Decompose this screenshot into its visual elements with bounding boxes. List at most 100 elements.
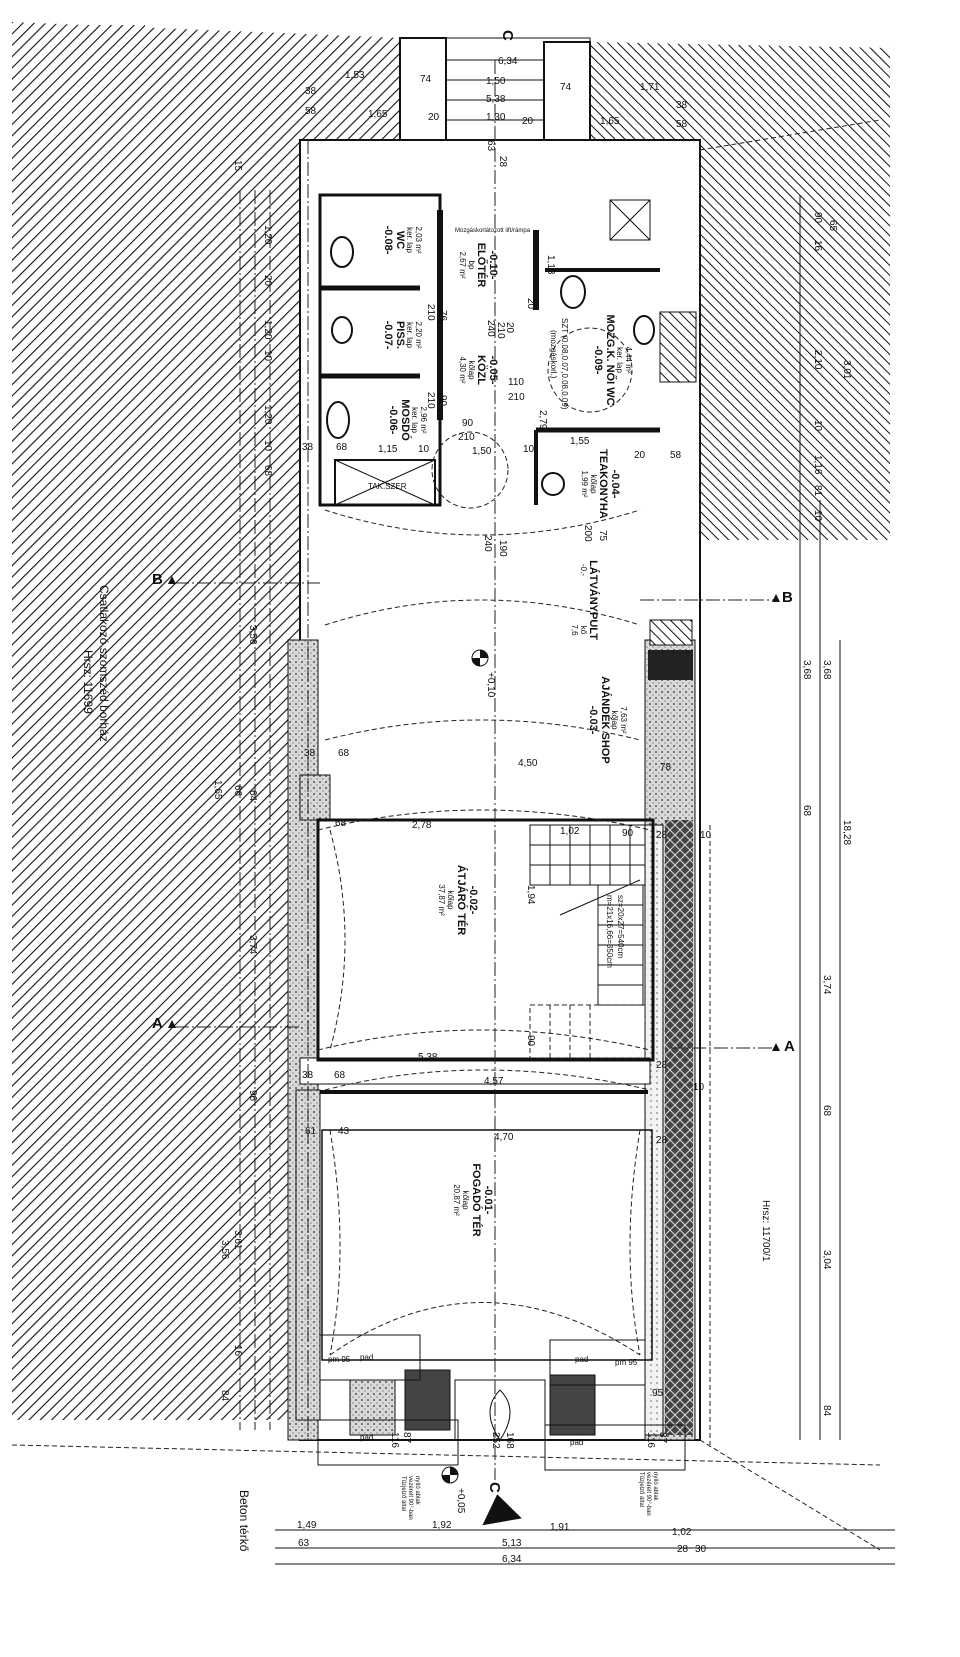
dimension-label: -0.02- <box>467 886 479 915</box>
dimension-label: 10 <box>693 1082 705 1093</box>
dimension-label: 84 <box>821 1405 832 1417</box>
dimension-label: 1,20 <box>262 405 273 425</box>
dimension-label: 3,68 <box>821 660 832 680</box>
dimension-label: 210 <box>495 322 506 339</box>
dimension-label: 1,65 <box>600 116 620 127</box>
dimension-label: 68 <box>338 748 350 759</box>
dimension-label: 190 <box>497 540 508 557</box>
dimension-label: SZT (0.08,0.07,0.08,0.09) <box>560 318 569 410</box>
dimension-label: 6,34 <box>498 56 518 67</box>
dimensions-inner: 4,50 2,78 1,02 90 1,94 90 5,38 4,57 4,70… <box>302 255 712 1146</box>
dimension-label: 6,34 <box>502 1554 522 1565</box>
dimension-label: 68 <box>335 818 347 829</box>
dimension-label: pad <box>575 1355 588 1364</box>
dimension-label: 2,03 m² <box>414 226 423 253</box>
dimension-label: 1,50 <box>472 446 492 457</box>
dimension-label: 5,38 <box>486 94 506 105</box>
dimension-label: 1,92 <box>432 1520 452 1531</box>
dimension-label: 4,57 <box>484 1076 504 1087</box>
dimension-label: 1,49 <box>297 1520 317 1531</box>
dimension-label: bp <box>467 261 476 270</box>
dimension-label: pad <box>360 1353 373 1362</box>
section-marker-c-bottom: C <box>482 1482 522 1526</box>
dimension-label: pm 95 <box>328 1355 351 1364</box>
dimension-label: 58 <box>670 450 682 461</box>
dimension-label: 74 <box>560 82 572 93</box>
dimension-label: 10 <box>812 510 823 522</box>
dimension-label: -0.04- <box>609 470 621 499</box>
dimensions-right: 18,28 3,68 68 3,74 68 3,04 84 3,01 10 2,… <box>801 212 852 1417</box>
room-label-teakonyha: -0.04- TEAKONYHA kőlap 1,99 m² <box>580 449 621 519</box>
dimension-label: 3,04 <box>821 1250 832 1270</box>
dimension-label: 3,56 <box>219 1240 230 1260</box>
dimension-label: vezérelt 90°-ban <box>407 1476 413 1520</box>
dimension-label: 5,38 <box>418 1052 438 1063</box>
dimension-label: 1,13 <box>545 255 556 275</box>
section-marker-b-right: B <box>782 589 793 606</box>
dimension-label: 4,30 m² <box>458 356 467 383</box>
dimension-label: +0,05 <box>455 1488 466 1514</box>
dimension-label: 87 <box>657 1432 668 1444</box>
room-label-eloter: -0.10- ELŐTÉR bp 2,67 m² <box>458 243 499 288</box>
section-marker-b-left: B <box>152 571 163 588</box>
dimension-label: 30 <box>695 1544 707 1555</box>
dimension-label: 252 <box>490 1432 501 1449</box>
dimension-label: 38 <box>302 442 314 453</box>
dimension-label: 5,13 <box>502 1538 522 1549</box>
dimension-label: 1,15 <box>378 444 398 455</box>
dimension-label: 1,30 <box>486 112 506 123</box>
dimension-label: 65 <box>827 220 838 232</box>
dimension-label: 90 <box>812 212 823 224</box>
dimension-label: ELŐTÉR <box>475 243 488 288</box>
level-marker-005: +0,05 <box>441 1466 466 1514</box>
misc-labels: TAK.SZER sz=20x27=540cm m=21x16,66=350cm… <box>328 228 658 1520</box>
section-marker-c-top: C <box>499 30 516 41</box>
dimension-label: 2,10 <box>812 350 823 370</box>
dimension-label: 28 <box>656 1135 668 1146</box>
dimension-label: 210 <box>458 432 475 443</box>
dimension-label: -0.08- <box>382 226 394 255</box>
dimensions-bottom: 1,49 1,92 1,91 1,02 63 5,13 28 30 6,34 <box>297 1520 707 1565</box>
section-marker-a-right: A <box>784 1038 795 1055</box>
dimension-label: 58 <box>676 119 688 130</box>
dimension-label: 3,61 <box>232 1230 243 1250</box>
room-label-atjaro-ter: -0.02- ÁTJÁRÓ TÉR kőlap 37,87 m² <box>437 865 479 935</box>
dimension-label: 20 <box>522 116 534 127</box>
dimension-label: 210 <box>425 304 436 321</box>
room-label-noi-wc: -0.09- MOZG.K. NŐI WC ker. lap 4,44 m² <box>592 314 633 405</box>
room-label-wc: -0.08- WC ker. lap 2,03 m² <box>382 226 423 255</box>
dimension-label: 15 <box>232 160 243 172</box>
dimension-label: 61 <box>305 1126 317 1137</box>
dimension-label: -0.09- <box>592 346 604 375</box>
dimension-label: 4,44 m² <box>624 346 633 373</box>
dimension-label: +0,10 <box>485 672 496 698</box>
dimension-label: kőlap <box>461 1190 470 1210</box>
level-marker-010: +0,10 <box>471 649 496 698</box>
dimension-label: m=21x16,66=350cm <box>605 895 614 968</box>
dimension-label: ker. lap <box>405 322 414 348</box>
dimension-label: 210 <box>508 392 525 403</box>
dimension-label: 3,68 <box>801 660 812 680</box>
dimension-label: Tűzjelző által <box>638 1472 644 1507</box>
room-label-mosdo: -0.06- MOSDÓ ker. lap 2,96 m² <box>387 399 428 441</box>
room-label-kozl: -0.05- KÖZL kőlap 4,30 m² <box>458 355 499 385</box>
dimension-label: C <box>486 1482 503 1493</box>
dimension-label: 96 <box>247 1090 258 1102</box>
dimension-label: 116 <box>389 1432 400 1448</box>
dimension-label: 90 <box>622 828 634 839</box>
dimension-label: 20 <box>525 298 536 310</box>
dimension-label: 240 <box>485 320 496 337</box>
dimension-label: 3,01 <box>841 360 852 380</box>
dimension-label: 1,02 <box>672 1527 692 1538</box>
dimension-label: 10 <box>700 830 712 841</box>
dimension-label: 1,94 <box>525 885 536 905</box>
dimension-label: 37,87 m² <box>437 884 446 916</box>
dimension-label: 38 <box>304 748 316 759</box>
section-marker-a-left: A <box>152 1015 163 1032</box>
dimension-label: 76 <box>437 310 448 322</box>
dimension-label: sz=20x27=540cm <box>616 895 625 958</box>
dimension-label: 10 <box>812 420 823 432</box>
dimension-label: 90 <box>525 1035 536 1047</box>
dimension-label: 10 <box>418 444 430 455</box>
dimension-label: 2,20 m² <box>414 321 423 348</box>
